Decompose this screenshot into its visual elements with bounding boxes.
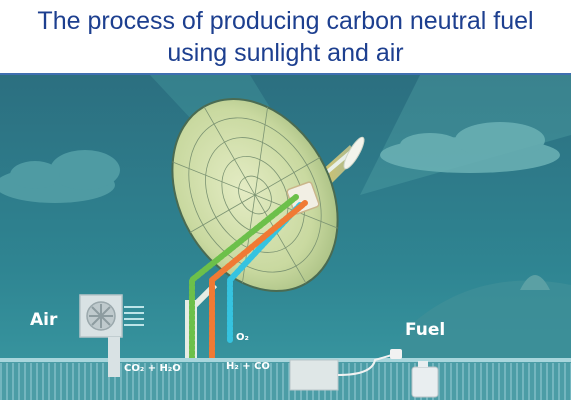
h2-co-label: H₂ + CO (226, 361, 270, 372)
air-label: Air (30, 310, 58, 330)
title-line-2: using sunlight and air (167, 38, 404, 67)
title-line-1: The process of producing carbon neutral … (37, 6, 534, 35)
cloud-right (380, 122, 560, 173)
title-bar: The process of producing carbon neutral … (0, 0, 571, 75)
cloud-left (0, 150, 120, 203)
secondary-mirror (343, 136, 365, 170)
air-capture-unit (79, 294, 144, 377)
dome-building (520, 275, 550, 290)
fuel-processing-unit (289, 359, 339, 391)
co2-h2o-label: CO₂ + H₂O (124, 363, 181, 374)
fuel-pump-icon (337, 349, 439, 398)
distant-hill (400, 280, 571, 365)
railing-bars (0, 363, 571, 400)
solar-fuel-illustration: Air Fuel O₂ CO₂ + H₂O H₂ + CO (0, 75, 571, 400)
o2-label: O₂ (236, 332, 249, 343)
illustration: Air Fuel O₂ CO₂ + H₂O H₂ + CO (0, 75, 571, 400)
fuel-label: Fuel (405, 320, 445, 340)
syngas-flow (209, 200, 308, 378)
solar-dish (171, 98, 339, 292)
railing-top (0, 358, 571, 362)
